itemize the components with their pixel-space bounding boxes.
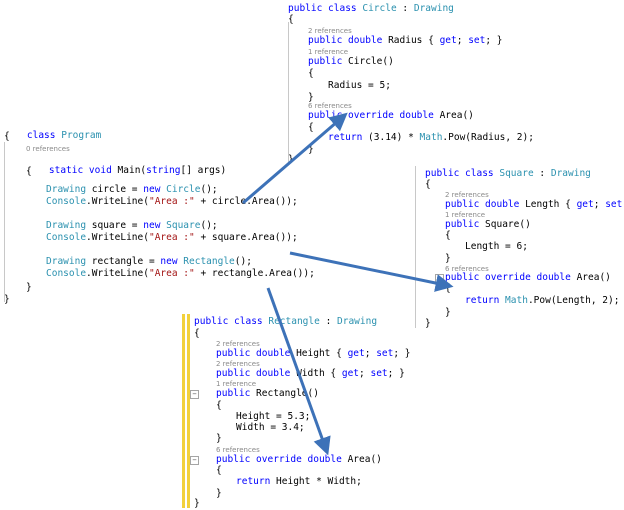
square-class-line: public class Square : Drawing	[425, 168, 591, 179]
references-label[interactable]: 2 references	[216, 360, 260, 368]
references-label[interactable]: 1 reference	[216, 380, 257, 388]
open-brace: {	[288, 14, 294, 25]
return-line: return (3.14) * Math.Pow(Radius, 2);	[328, 132, 534, 143]
main-method-line: static void Main(string[] args)	[26, 154, 226, 187]
references-label[interactable]: 1 reference	[445, 211, 486, 219]
open-brace: {	[425, 179, 431, 190]
length-property-line: public double Length { get; set; }	[445, 199, 624, 210]
main-close-brace: }	[26, 282, 32, 293]
close-brace: }	[425, 318, 431, 329]
assign-height-line: Height = 5.3;	[236, 411, 311, 422]
code-line-circle-new: Drawing circle = new Circle();	[46, 184, 218, 195]
code-line-rectangle-write: Console.WriteLine("Area :" + rectangle.A…	[46, 268, 315, 279]
references-label[interactable]: 6 references	[216, 446, 260, 454]
return-line: return Height * Width;	[236, 476, 362, 487]
assign-width-line: Width = 3.4;	[236, 422, 305, 433]
indent-guide	[288, 22, 289, 162]
close-brace: }	[288, 154, 294, 165]
area-method-line: public override double Area()	[445, 272, 611, 283]
open-brace: {	[194, 328, 200, 339]
close-brace: }	[445, 307, 451, 318]
close-brace: }	[216, 433, 222, 444]
arrow-circle-area	[242, 112, 348, 205]
close-brace: }	[308, 144, 314, 155]
arrow-rectangle-area	[266, 287, 331, 456]
method-signature: Main(string[] args)	[117, 165, 227, 176]
width-property-line: public double Width { get; set; }	[216, 368, 405, 379]
references-label[interactable]: 2 references	[216, 340, 260, 348]
square-class-panel: public class Square : Drawing { 2 refere…	[413, 166, 624, 329]
references-label[interactable]: 0 references	[26, 145, 70, 153]
main-open-brace: {	[26, 166, 32, 177]
program-class-line: class Program	[4, 119, 101, 152]
references-label[interactable]: 1 reference	[308, 48, 349, 56]
open-brace: {	[308, 68, 314, 79]
return-line: return Math.Pow(Length, 2);	[465, 295, 620, 306]
code-line-square-write: Console.WriteLine("Area :" + square.Area…	[46, 232, 298, 243]
indent-guide	[415, 166, 416, 328]
close-brace: }	[194, 498, 200, 509]
references-label[interactable]: 2 references	[445, 191, 489, 199]
class-name: Program	[61, 130, 102, 141]
rectangle-class-line: public class Rectangle : Drawing	[194, 316, 378, 327]
close-brace: }	[308, 92, 314, 103]
code-line-square-new: Drawing square = new Square();	[46, 220, 218, 231]
indent-guide	[4, 142, 5, 302]
area-method-line: public override double Area()	[308, 110, 474, 121]
circle-class-line: public class Circle : Drawing	[288, 3, 454, 14]
code-line-circle-write: Console.WriteLine("Area :" + circle.Area…	[46, 196, 298, 207]
program-open-brace: {	[4, 131, 10, 142]
collapse-toggle[interactable]: −	[190, 390, 199, 399]
open-brace: {	[308, 122, 314, 133]
references-label[interactable]: 6 references	[445, 265, 489, 273]
open-brace: {	[216, 465, 222, 476]
constructor-line: public Square()	[445, 219, 531, 230]
height-property-line: public double Height { get; set; }	[216, 348, 411, 359]
open-brace: {	[216, 400, 222, 411]
program-close-brace: }	[4, 294, 10, 305]
constructor-line: public Circle()	[308, 56, 394, 67]
radius-property-line: public double Radius { get; set; }	[308, 35, 503, 46]
keyword: class	[26, 130, 62, 141]
change-tracking-bar	[182, 314, 185, 508]
collapse-toggle[interactable]: −	[190, 456, 199, 465]
assign-line: Radius = 5;	[328, 80, 391, 91]
program-code-panel: class Program { 0 references static void…	[0, 110, 320, 320]
circle-class-panel: public class Circle : Drawing { 2 refere…	[280, 0, 534, 170]
references-label[interactable]: 2 references	[308, 27, 352, 35]
close-brace: }	[445, 253, 451, 264]
change-tracking-bar	[187, 314, 190, 508]
constructor-line: public Rectangle()	[216, 388, 319, 399]
open-brace: {	[445, 230, 451, 241]
arrow-square-area	[289, 251, 454, 292]
keyword: static void	[48, 165, 118, 176]
assign-line: Length = 6;	[465, 241, 528, 252]
references-label[interactable]: 6 references	[308, 102, 352, 110]
close-brace: }	[216, 488, 222, 499]
area-method-line: public override double Area()	[216, 454, 382, 465]
code-line-rectangle-new: Drawing rectangle = new Rectangle();	[46, 256, 252, 267]
